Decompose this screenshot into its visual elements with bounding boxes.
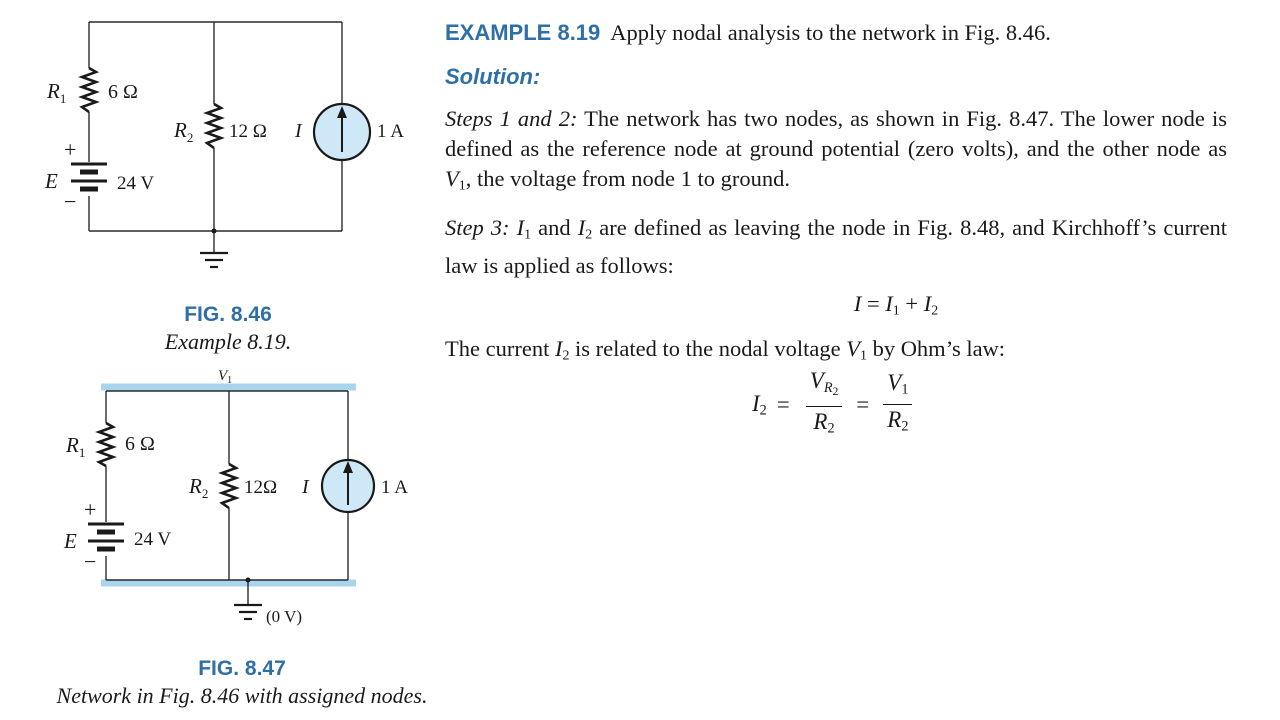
var-i1: I — [516, 215, 525, 241]
ohm-paragraph: The current I2 is related to the nodal v… — [445, 334, 1227, 371]
kcl-equation: I = I1 + I2 — [445, 289, 1227, 326]
r1-value: 6 Ω — [125, 433, 155, 455]
eq-plus: + — [905, 290, 919, 316]
fig-8-46-caption: FIG. 8.46 Example 8.19. — [98, 302, 358, 356]
r1-label: R1 — [65, 433, 85, 460]
fig-8-46-circuit: R1 6 Ω R2 12 Ω I 1 A + − E 24 V — [44, 21, 404, 269]
example-heading: EXAMPLE 8.19 Apply nodal analysis to the … — [445, 18, 1227, 48]
caption-text: Network in Fig. 8.46 with assigned nodes… — [56, 683, 428, 708]
step-3-paragraph: Step 3: I1 and I2 are defined as leaving… — [445, 213, 1227, 280]
resistor-r2 — [203, 102, 225, 150]
step-text-end: , the voltage from node 1 to ground. — [465, 166, 791, 191]
r2-value: 12 Ω — [229, 121, 267, 142]
node-v1-label: V1 — [218, 368, 232, 386]
r2-value: 12Ω — [244, 477, 277, 498]
battery-e — [71, 162, 107, 192]
resistor-r1 — [95, 421, 117, 468]
frac-num-v: V — [809, 368, 824, 393]
var-sub: 2 — [562, 348, 570, 364]
ground-symbol — [200, 251, 228, 269]
fraction-v1-r2: V1 R2 — [883, 368, 913, 442]
battery-plus: + — [64, 137, 76, 162]
r1-label: R1 — [46, 79, 66, 106]
source-label: I — [294, 120, 303, 142]
node-dot — [211, 228, 217, 234]
and-word: and — [538, 215, 571, 241]
caption-label: FIG. 8.46 — [184, 303, 272, 326]
frac-den-r: R — [813, 409, 828, 435]
eq-sign: = — [856, 391, 870, 417]
caption-text: Example 8.19. — [164, 329, 292, 354]
step-text: are defined as leaving the node in Fig. … — [445, 215, 1228, 278]
var-sub: 1 — [458, 178, 466, 194]
example-text-column: EXAMPLE 8.19 Apply nodal analysis to the … — [445, 18, 1227, 372]
frac-den-r: R — [887, 407, 902, 433]
battery-plus: + — [84, 497, 96, 522]
example-title: Apply nodal analysis to the network in F… — [610, 20, 1051, 45]
var-sub: 1 — [859, 348, 867, 364]
ohm-text: is related to the nodal voltage — [575, 336, 841, 362]
eq-sub: 1 — [892, 303, 900, 319]
resistor-r1 — [78, 66, 100, 114]
frac-num-sub: 1 — [901, 381, 909, 398]
eq-sign: = — [776, 391, 790, 417]
frac-den-sub: 2 — [901, 419, 909, 436]
ground-symbol — [234, 603, 262, 621]
fig-8-47-caption: FIG. 8.47 Network in Fig. 8.46 with assi… — [0, 656, 484, 710]
eq-i2: I — [752, 390, 760, 416]
r2-label: R2 — [188, 474, 208, 501]
var-v: V — [445, 166, 459, 191]
source-value: 1 A — [381, 477, 408, 498]
var-i2: I — [577, 215, 586, 241]
battery-value: 24 V — [117, 173, 154, 194]
ohm-equation: I2 = VR2 R2 = V1 R2 — [752, 366, 918, 444]
current-source-i — [320, 458, 376, 514]
eq-sign: = — [866, 290, 880, 316]
source-label: I — [301, 476, 310, 498]
frac-den-sub: 2 — [827, 420, 835, 437]
battery-minus: − — [84, 549, 96, 574]
source-value: 1 A — [377, 121, 404, 142]
r2-label: R2 — [173, 118, 193, 145]
var-sub: 2 — [585, 227, 593, 243]
fig-8-47-circuit: V1 R1 6 Ω R2 12Ω I 1 A + − E 24 V (0 V) — [63, 368, 408, 626]
steps-1-2-paragraph: Steps 1 and 2: The network has two nodes… — [445, 104, 1227, 201]
fraction-vr2-r2: VR2 R2 — [805, 366, 843, 444]
step-text: The network has two nodes, as shown in F… — [445, 106, 1227, 161]
var-v1: V — [846, 336, 860, 362]
frac-num-subsub: 2 — [832, 385, 839, 398]
eq-i1: I — [885, 290, 893, 316]
step-label: Steps 1 and 2: — [445, 106, 578, 131]
ground-label: (0 V) — [266, 607, 302, 626]
frac-num-sub-r: R — [823, 379, 833, 396]
r1-value: 6 Ω — [108, 81, 138, 103]
node-dot — [245, 577, 251, 583]
resistor-r2 — [218, 462, 240, 510]
eq-sub: 2 — [759, 402, 767, 419]
caption-label: FIG. 8.47 — [198, 657, 286, 680]
battery-e — [88, 522, 124, 552]
eq-i: I — [853, 290, 862, 316]
battery-label: E — [44, 169, 58, 193]
eq-i2: I — [923, 290, 932, 316]
ohm-text: by Ohm’s law: — [872, 336, 1006, 362]
current-source-i — [312, 102, 372, 162]
var-i2: I — [554, 336, 563, 362]
battery-value: 24 V — [134, 529, 171, 550]
eq-sub: 2 — [931, 303, 939, 319]
frac-num-v: V — [887, 369, 902, 395]
battery-minus: − — [64, 189, 76, 214]
solution-heading: Solution: — [445, 64, 541, 89]
example-label: EXAMPLE 8.19 — [445, 20, 601, 45]
step-label: Step 3: — [445, 215, 510, 241]
var-sub: 1 — [524, 227, 532, 243]
battery-label: E — [63, 529, 77, 553]
ohm-text: The current — [445, 336, 550, 362]
